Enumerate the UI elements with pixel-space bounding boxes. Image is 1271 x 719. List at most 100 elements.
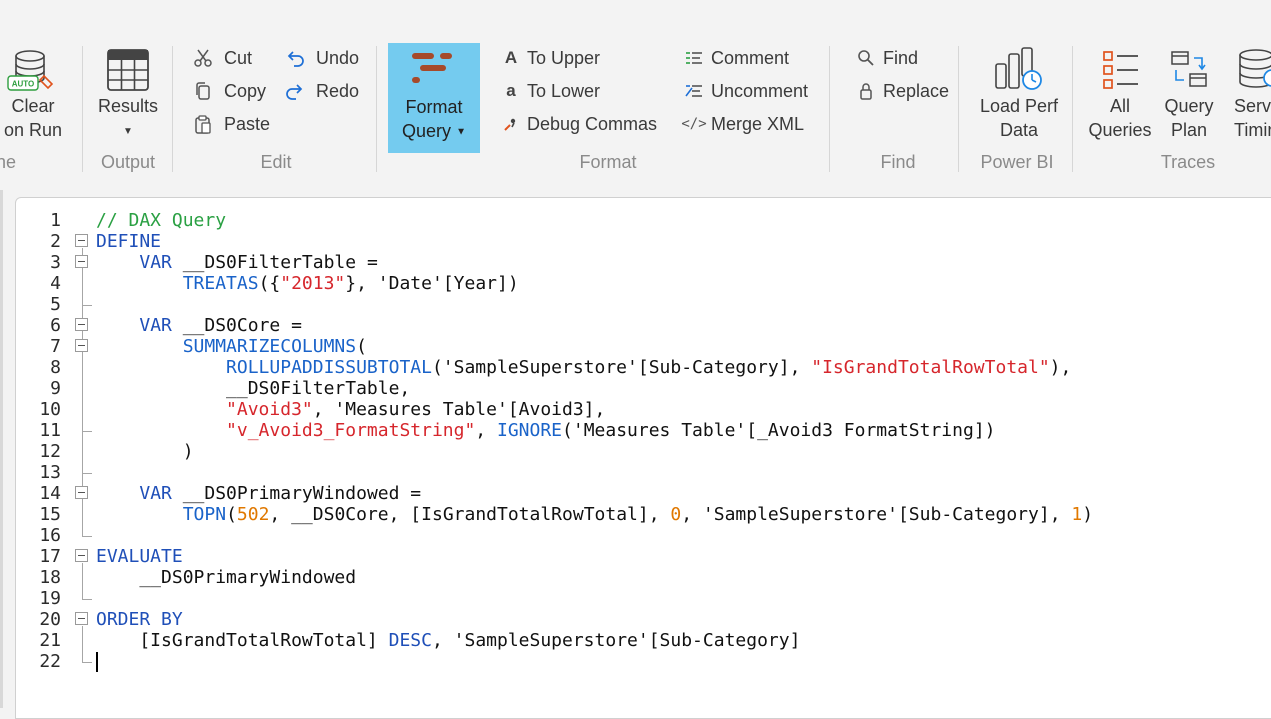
code-token: ( [226,504,237,525]
lowercase-a-icon: a [506,81,516,100]
query-plan-label-1: Query [1164,96,1214,116]
code-line[interactable]: 16 [16,525,1271,546]
fold-collapse-icon[interactable] [75,255,88,268]
merge-xml-button[interactable]: </> Merge XML [681,109,805,139]
query-plan-label-2: Plan [1170,120,1208,140]
to-upper-label: To Upper [527,47,601,68]
all-queries-label-1: All [1109,96,1130,116]
code-token: DEFINE [96,231,162,252]
code-token: __DS0FilterTable, [96,378,411,399]
fold-collapse-icon[interactable] [75,549,88,562]
code-token [96,336,183,357]
load-perf-label-1: Load Perf [979,96,1059,116]
code-token: "v_Avoid3_FormatString" [226,420,476,441]
comment-button[interactable]: Comment [683,43,789,73]
results-button[interactable]: Results ▼ [92,46,164,146]
code-token: ( [356,336,367,357]
line-number: 16 [39,525,61,546]
group-label-traces: Traces [1160,152,1216,172]
code-line[interactable]: 10 "Avoid3", 'Measures Table'[Avoid3], [16,399,1271,420]
fold-collapse-icon[interactable] [75,234,88,247]
clear-on-run-button[interactable]: AUTO Clear on Run [0,46,66,146]
all-queries-list-icon [1102,50,1140,95]
code-line[interactable]: 11 "v_Avoid3_FormatString", IGNORE('Meas… [16,420,1271,441]
code-line[interactable]: 7 SUMMARIZECOLUMNS( [16,336,1271,357]
code-line[interactable]: 13 [16,462,1271,483]
copy-button[interactable]: Copy [192,76,266,106]
ribbon-separator [958,46,959,172]
paste-button[interactable]: Paste [192,109,270,139]
code-token [96,315,139,336]
query-plan-button[interactable]: Query Plan [1156,46,1222,146]
load-perf-data-button[interactable]: Load Perf Data [974,46,1064,146]
results-label: Results [97,96,159,116]
to-upper-button[interactable]: A To Upper [500,43,600,73]
code-token: 0 [670,504,682,525]
group-label-partial: ne [0,152,17,172]
line-number: 21 [39,630,61,651]
code-token: , 'Measures Table'[Avoid3], [312,399,606,420]
code-line[interactable]: 14 VAR __DS0PrimaryWindowed = [16,483,1271,504]
code-token: ROLLUPADDISSUBTOTAL [226,357,432,378]
undo-label: Undo [316,47,360,68]
code-token: 1 [1071,504,1083,525]
code-text: TREATAS({"2013"}, 'Date'[Year]) [96,273,519,294]
undo-button[interactable]: Undo [284,43,359,73]
code-line[interactable]: 19 [16,588,1271,609]
code-line[interactable]: 18 __DS0PrimaryWindowed [16,567,1271,588]
ribbon-separator [172,46,173,172]
fold-guide-line [82,626,83,662]
code-line[interactable]: 8 ROLLUPADDISSUBTOTAL('SampleSuperstore'… [16,357,1271,378]
cut-button[interactable]: Cut [192,43,252,73]
to-lower-label: To Lower [527,80,601,101]
all-queries-button[interactable]: All Queries [1084,46,1156,146]
format-query-button[interactable]: Format Query ▼ [388,43,480,153]
code-text: "v_Avoid3_FormatString", IGNORE('Measure… [96,420,995,441]
replace-button[interactable]: Replace [855,76,949,106]
debug-commas-button[interactable]: Debug Commas [500,109,657,139]
fold-collapse-icon[interactable] [75,318,88,331]
code-token: ({ [258,273,281,294]
fold-collapse-icon[interactable] [75,612,88,625]
line-number: 12 [39,441,61,462]
fold-collapse-icon[interactable] [75,486,88,499]
line-number: 4 [50,273,61,294]
search-icon [855,47,877,69]
code-line[interactable]: 15 TOPN(502, __DS0Core, [IsGrandTotalRow… [16,504,1271,525]
code-line[interactable]: 9 __DS0FilterTable, [16,378,1271,399]
line-number: 8 [50,357,61,378]
query-plan-icon [1170,50,1210,95]
group-label-find: Find [880,152,916,172]
find-button[interactable]: Find [855,43,918,73]
code-line[interactable]: 22 [16,651,1271,672]
uncomment-button[interactable]: Uncomment [683,76,808,106]
code-line[interactable]: 6 VAR __DS0Core = [16,315,1271,336]
to-lower-button[interactable]: a To Lower [500,76,600,106]
copy-icon [192,80,214,102]
line-number: 13 [39,462,61,483]
code-token: ), [1049,357,1072,378]
code-text: __DS0PrimaryWindowed [96,567,356,588]
line-number: 7 [50,336,61,357]
merge-xml-label: Merge XML [711,113,805,134]
server-timings-button[interactable]: Serve Timin [1228,46,1271,146]
redo-button[interactable]: Redo [284,76,359,106]
fold-collapse-icon[interactable] [75,339,88,352]
code-line[interactable]: 1// DAX Query [16,210,1271,231]
code-token: "IsGrandTotalRowTotal" [811,357,1050,378]
debug-commas-label: Debug Commas [527,113,658,134]
code-line[interactable]: 3 VAR __DS0FilterTable = [16,252,1271,273]
code-line[interactable]: 21 [IsGrandTotalRowTotal] DESC, 'SampleS… [16,630,1271,651]
comment-lines-icon [683,47,705,69]
code-line[interactable]: 12 ) [16,441,1271,462]
code-line[interactable]: 5 [16,294,1271,315]
server-timings-label-1: Serve [1234,96,1271,116]
code-line[interactable]: 4 TREATAS({"2013"}, 'Date'[Year]) [16,273,1271,294]
fold-guide-tick [82,431,92,432]
ribbon-toolbar: ne AUTO Clear on Run [0,0,1271,186]
